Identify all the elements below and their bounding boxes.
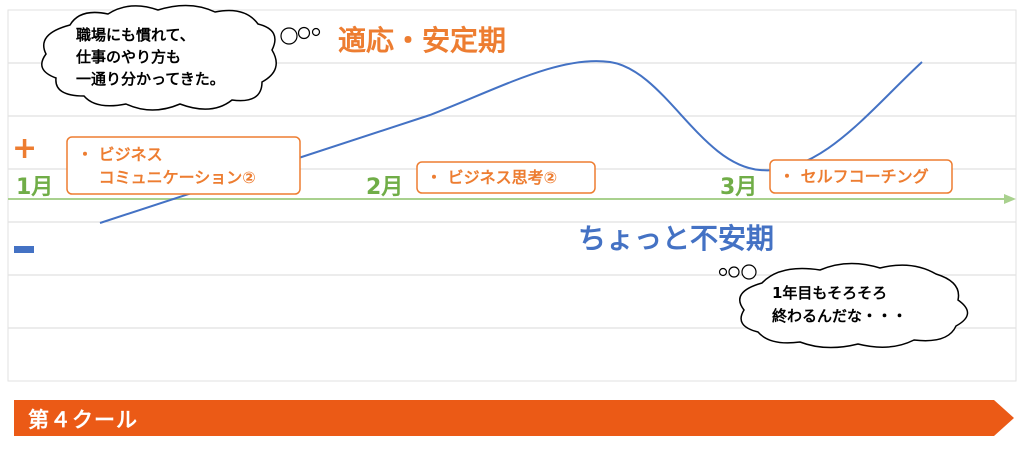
month-label-2: 2月 (366, 175, 403, 200)
topic-box-1-line-1: ・ ビジネス (77, 145, 163, 164)
minus-marker (14, 246, 34, 253)
month-label-3: 3月 (720, 175, 757, 200)
topic-box-2-line-1: ・ ビジネス思考② (426, 168, 557, 187)
time-axis-arrowhead (1004, 194, 1016, 204)
thought-top-line-3: 一通り分かってきた。 (76, 70, 225, 88)
cool-banner-label: 第４クール (28, 408, 138, 432)
plot-frame (7, 9, 1017, 382)
topic-box-3-line-1: ・ セルフコーチング (779, 167, 929, 186)
cool-banner: 第４クール (14, 400, 1014, 436)
thought-bubble-top: 職場にも慣れて、 仕事のやり方も 一通り分かってきた。 (41, 4, 321, 111)
plus-marker: + (12, 131, 37, 166)
thought-bubble-bottom: 1年目もそろそろ 終わるんだな・・・ (718, 262, 969, 349)
thought-bottom-line-1: 1年目もそろそろ (772, 284, 887, 302)
topic-box-2: ・ ビジネス思考② (416, 161, 596, 194)
topic-box-1-line-2: コミュニケーション② (77, 168, 256, 187)
topic-box-3: ・ セルフコーチング (769, 159, 953, 194)
cool-banner-arrow (14, 400, 1014, 436)
phase-label-upper: 適応・安定期 (338, 24, 506, 57)
thought-top-line-2: 仕事のやり方も (75, 48, 181, 66)
month-label-1: 1月 (16, 175, 53, 200)
topic-box-1: ・ ビジネス コミュニケーション② (66, 136, 301, 195)
thought-top-line-1: 職場にも慣れて、 (76, 26, 195, 44)
phase-label-lower: ちょっと不安期 (578, 222, 774, 255)
thought-bottom-line-2: 終わるんだな・・・ (772, 307, 907, 325)
